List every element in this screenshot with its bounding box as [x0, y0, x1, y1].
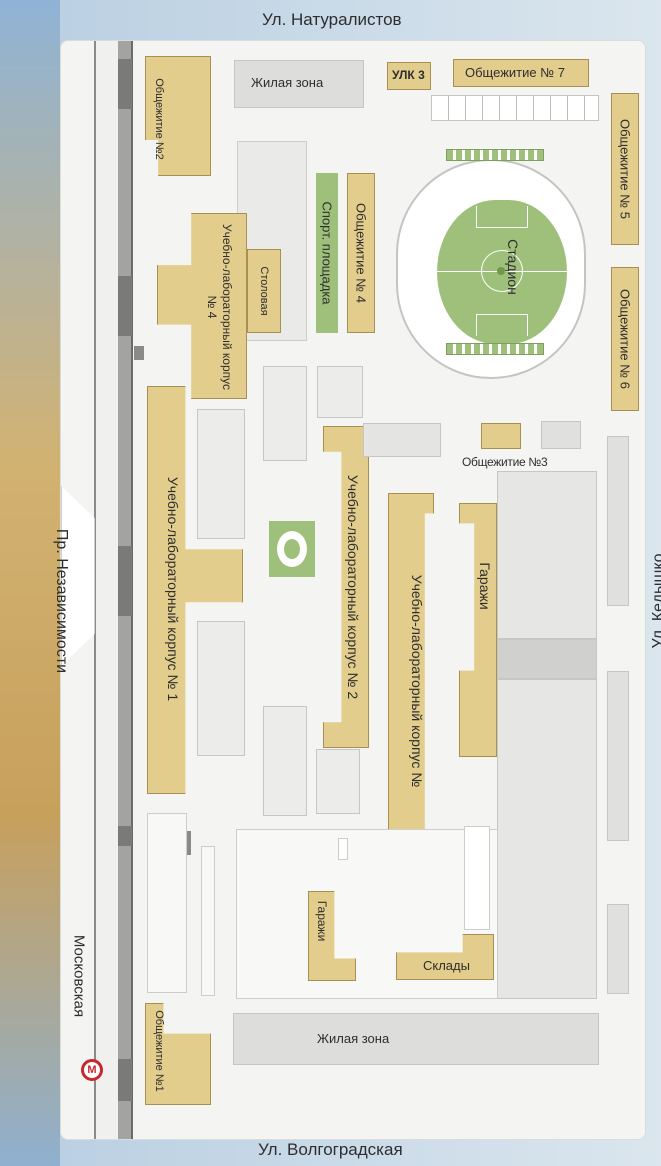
- dorm1-label: Общежитие №1: [153, 1010, 165, 1092]
- block-center-a: [263, 366, 307, 461]
- metro-label: М: [87, 1064, 97, 1076]
- street-right-label: Ул. Кедышко: [650, 553, 661, 649]
- annex-building: [363, 423, 441, 457]
- strip-right-1: [607, 436, 629, 606]
- garages-bottom-label: Гаражи: [315, 900, 329, 942]
- strip-right-2: [607, 671, 629, 841]
- marker: [134, 346, 144, 360]
- tram-stop: [118, 546, 132, 616]
- dorm5-building: [611, 93, 639, 245]
- living-zone-bottom: [233, 1013, 599, 1065]
- metro-icon: М: [81, 1059, 103, 1081]
- tram-stop: [118, 276, 132, 336]
- ulk1-label: Учебно-лабораторный корпус № 1: [165, 476, 181, 702]
- dorm4-label: Общежитие № 4: [353, 203, 369, 303]
- block-center-c: [197, 409, 245, 539]
- living-zone-top-label: Жилая зона: [251, 75, 324, 90]
- background-decoration: [0, 0, 60, 1166]
- dorm6-label: Общежитие № 6: [617, 289, 633, 389]
- street-bottom-label: Ул. Волгоградская: [258, 1140, 403, 1159]
- dorm5-label: Общежитие № 5: [617, 119, 633, 219]
- strip-right-3: [607, 904, 629, 994]
- block-bottom-small: [338, 838, 348, 860]
- tram-stop: [118, 826, 132, 846]
- tram-stop: [118, 59, 132, 109]
- block-center-e: [263, 706, 307, 816]
- lot-right-bottom: [497, 679, 597, 999]
- annex-building-small: [541, 421, 581, 449]
- ulk-no-label: Учебно-лабораторный корпус №: [409, 574, 425, 788]
- ulk2-label: Учебно-лабораторный корпус № 2: [345, 474, 361, 700]
- tribune-bottom: [446, 343, 544, 355]
- stadium-center-spot: [497, 267, 505, 275]
- warehouses-label: Склады: [423, 958, 470, 973]
- dorm3-label: Общежитие №3: [462, 455, 548, 469]
- ulk4-label: Учебно-лабораторный корпус № 4: [205, 224, 234, 390]
- garages-right-building: [459, 503, 497, 757]
- block-bottom-left-thin: [201, 846, 215, 996]
- dorm7-building: [453, 59, 589, 87]
- canteen-building: [247, 249, 281, 333]
- lot-right-mid: [497, 639, 597, 679]
- lot-right-top: [497, 471, 597, 639]
- avenue-widening: [61, 486, 95, 666]
- dorm3-building: [481, 423, 521, 449]
- canteen-label: Столовая: [258, 266, 270, 316]
- block-center-f: [316, 749, 360, 814]
- block-center-d: [197, 621, 245, 756]
- tram-stop: [118, 1059, 132, 1101]
- stadium-box-top: [476, 206, 528, 228]
- street-left-label: Пр. Независимости: [53, 528, 70, 674]
- metro-station-label: Московская: [70, 934, 88, 1018]
- stadium-box-bottom: [476, 314, 528, 336]
- stadium-label: Стадион: [505, 239, 521, 295]
- street-top-label: Ул. Натуралистов: [262, 10, 402, 29]
- parking-area: [431, 95, 599, 121]
- sport-ground-label: Спорт. площадка: [319, 201, 335, 305]
- living-zone-bottom-label: Жилая зона: [317, 1031, 390, 1046]
- ulk3-building: [387, 62, 431, 90]
- stadium-center-circle: [481, 250, 523, 292]
- avenue-divider: [131, 41, 133, 1139]
- block-center-b: [317, 366, 363, 418]
- campus-map: М Жилая зона УЛК 3 Общежитие № 7 Общежит…: [53, 40, 661, 1140]
- tribune-top: [446, 149, 544, 161]
- garages-right-label: Гаражи: [477, 562, 493, 610]
- dorm6-building: [611, 267, 639, 411]
- dorm4-building: [347, 173, 375, 333]
- dorm2-label: Общежитие №2: [153, 78, 165, 160]
- block-bottom-left: [147, 813, 187, 993]
- sport-ground: [316, 173, 338, 333]
- ulk3-label: УЛК 3: [392, 68, 425, 82]
- square-park-center: [284, 539, 300, 559]
- dorm7-label: Общежитие № 7: [465, 65, 565, 80]
- living-zone-top: [234, 60, 364, 108]
- block-bottom-small-2: [464, 826, 490, 930]
